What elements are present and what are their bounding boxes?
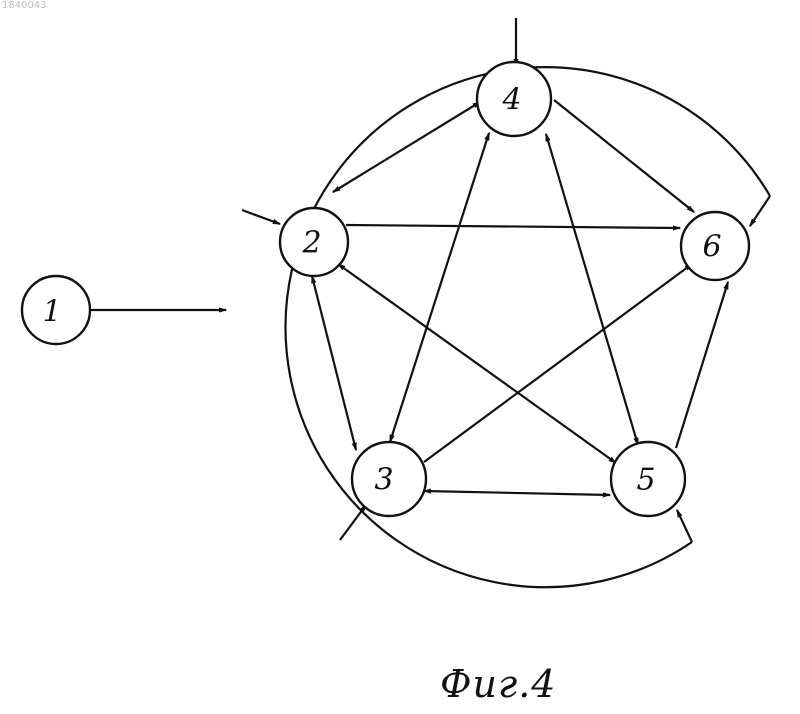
edge-2-4 xyxy=(333,102,480,192)
edge-enclosure-to-2 xyxy=(242,210,280,224)
node-2: 2 xyxy=(280,208,348,276)
edge-enclosure-to-5 xyxy=(677,510,692,542)
node-4: 4 xyxy=(477,62,551,136)
node-3-label: 3 xyxy=(374,463,393,498)
figure-caption: Фиг.4 xyxy=(440,662,556,706)
edge-5-6 xyxy=(676,282,728,448)
node-6-label: 6 xyxy=(702,230,721,265)
node-2-label: 2 xyxy=(301,226,321,261)
enclosure-arc xyxy=(286,67,770,587)
edge-enclosure-to-3 xyxy=(340,505,366,540)
node-1-label: 1 xyxy=(42,295,61,330)
node-5-label: 5 xyxy=(636,463,655,498)
node-6: 6 xyxy=(681,212,749,280)
node-3: 3 xyxy=(352,442,426,516)
edge-3-5 xyxy=(424,491,610,495)
edge-2-5 xyxy=(338,264,616,463)
node-5: 5 xyxy=(611,442,685,516)
edge-4-6 xyxy=(554,100,694,212)
edge-3-6 xyxy=(424,264,692,462)
node-4-label: 4 xyxy=(501,83,521,118)
edge-2-3 xyxy=(312,276,356,450)
edge-2-6 xyxy=(346,225,680,228)
edge-4-3 xyxy=(390,133,489,442)
node-1: 1 xyxy=(22,276,90,344)
edge-enclosure-to-6 xyxy=(750,196,770,226)
edge-4-5 xyxy=(546,134,638,445)
